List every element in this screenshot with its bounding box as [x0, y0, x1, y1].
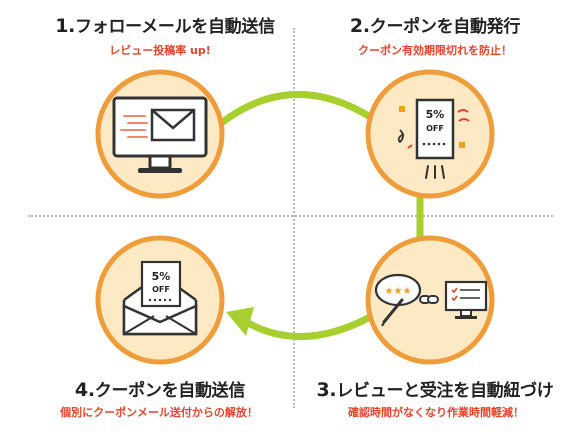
pen-icon — [381, 298, 404, 327]
step3-title-text: レビューと受注を自動紐づけ — [336, 381, 554, 401]
step1-number: 1. — [55, 15, 76, 37]
vertical-divider — [293, 28, 295, 408]
step4-subtitle: 個別にクーポンメール送付からの解放！ — [60, 406, 258, 419]
step4-title: 4.クーポンを自動送信 — [55, 376, 265, 401]
step4-number: 4. — [74, 379, 95, 401]
order-monitor-icon — [444, 280, 488, 319]
review-bubble-icon: ★★★ — [374, 273, 422, 307]
step1-title: 1.フォローメールを自動送信 — [50, 12, 280, 37]
coupon-percent-4: 5% — [152, 270, 171, 283]
link-chain-icon — [419, 295, 439, 304]
step2-subtitle: クーポン有効期限切れを防止！ — [358, 44, 512, 57]
step4-illustration: 5% OFF — [95, 235, 225, 365]
arrowhead-icon — [226, 307, 254, 336]
step2-number: 2. — [349, 15, 370, 37]
speed-lines-icon — [120, 115, 148, 138]
step3-number: 3. — [316, 379, 337, 401]
envelope-icon — [150, 108, 196, 142]
step4-title-text: クーポンを自動送信 — [94, 381, 246, 401]
confetti-icon — [397, 106, 470, 149]
step2-illustration: 5% OFF — [365, 69, 495, 199]
step3-title: 3.レビューと受注を自動紐づけ — [300, 376, 570, 401]
horizontal-divider — [28, 215, 553, 217]
step2-title-text: クーポンを自動発行 — [369, 17, 521, 37]
stand-lines-icon — [425, 165, 445, 179]
envelope-front-icon — [122, 304, 198, 336]
step3-illustration: ★★★ — [365, 235, 495, 365]
coupon-percent: 5% — [426, 108, 445, 121]
coupon-card-icon: 5% OFF — [140, 260, 182, 308]
step1-title-text: フォローメールを自動送信 — [75, 17, 275, 37]
step1-illustration — [95, 69, 225, 199]
coupon-ticket-icon: 5% OFF — [415, 98, 455, 160]
coupon-off: OFF — [426, 124, 444, 133]
rating-stars-icon: ★★★ — [385, 286, 412, 297]
step2-title: 2.クーポンを自動発行 — [330, 12, 540, 37]
step3-subtitle: 確認時間がなくなり作業時間軽減！ — [348, 406, 524, 419]
coupon-off-4: OFF — [152, 285, 170, 294]
step1-subtitle: レビュー投稿率 up! — [109, 44, 211, 57]
